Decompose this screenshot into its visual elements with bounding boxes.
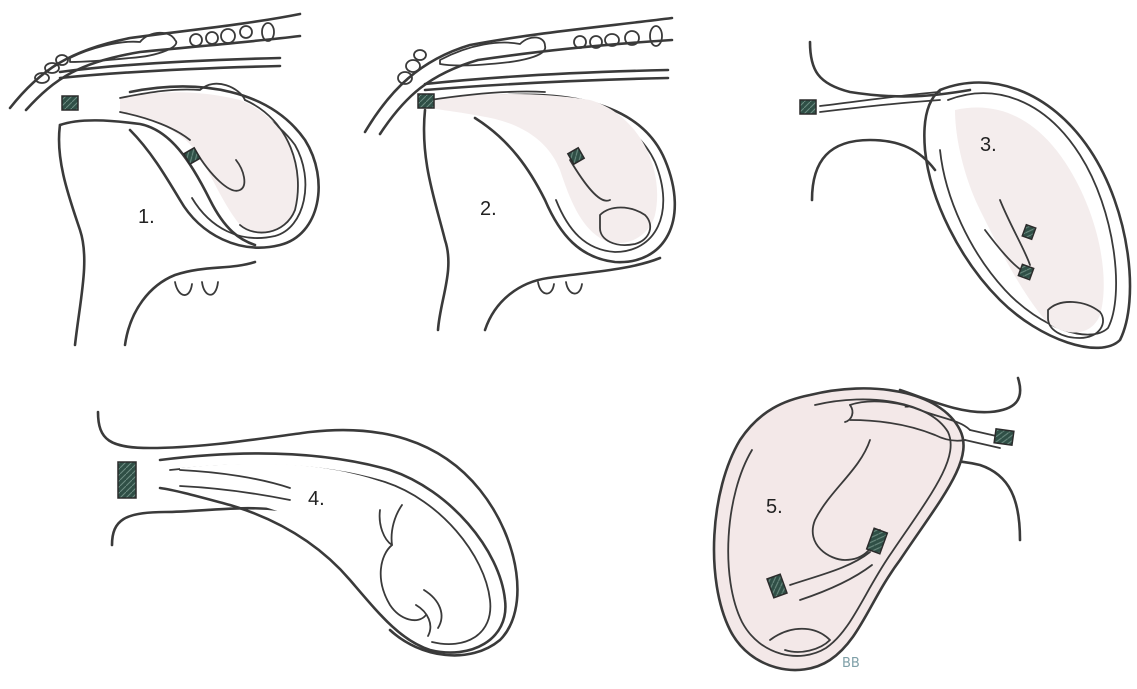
panel-label-2: 2. xyxy=(480,198,497,221)
panel-5-mark: - xyxy=(904,398,909,416)
panel-label-5: 5. xyxy=(766,496,783,519)
panel-label-1: 1. xyxy=(138,206,155,229)
panel-3-drawing xyxy=(800,42,1130,348)
svg-text:BB: BB xyxy=(842,656,860,671)
panel-label-3: 3. xyxy=(980,134,997,157)
signature-initials-mark: BB xyxy=(840,652,864,672)
panel-2-drawing xyxy=(365,18,675,330)
hoof-marker xyxy=(62,96,78,110)
panel-label-4: 4. xyxy=(308,488,325,511)
panel-4-drawing xyxy=(98,412,517,655)
panel-5-drawing xyxy=(714,378,1020,670)
panel-1-drawing xyxy=(10,14,319,345)
